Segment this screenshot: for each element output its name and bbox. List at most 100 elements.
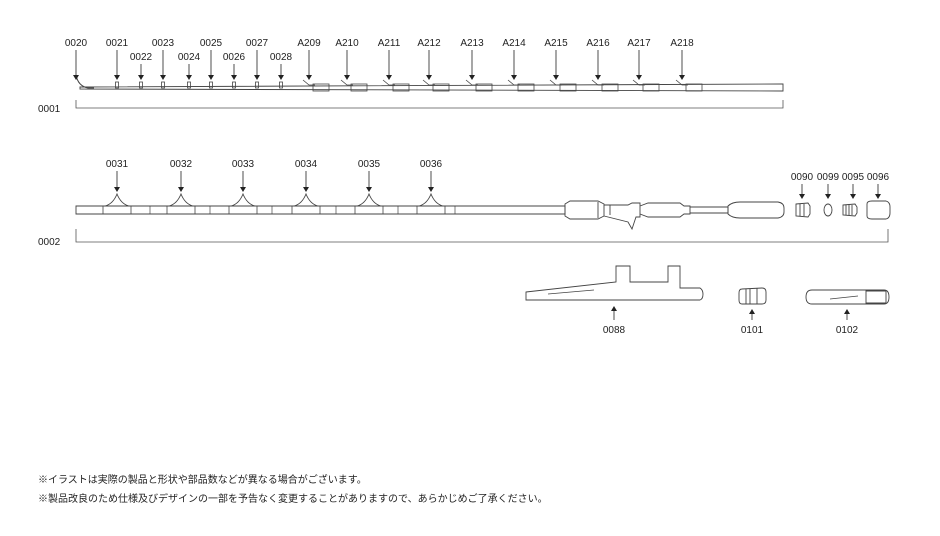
arrow-0034-head [303,187,309,192]
part-label-0032: 0032 [170,159,193,170]
part-label-0102: 0102 [836,325,859,336]
arrow-0024-head [186,75,192,80]
wrap-A218 [685,83,703,92]
guide-0034 [293,192,319,207]
tip-top-guide [75,74,94,89]
arrow-A215-head [553,75,559,80]
part-0095-shape [842,203,858,217]
guide-0031 [104,192,130,207]
wrap-A209 [312,83,330,92]
arrow-A209-head [306,75,312,80]
part-label-0020: 0020 [65,38,88,49]
part-label-A213: A213 [460,38,484,49]
guide-0036 [418,192,444,207]
arrow-0099-head [825,194,831,199]
wrap-A211 [392,83,410,92]
arrow-A217-head [636,75,642,80]
part-label-0034: 0034 [295,159,318,170]
butt-guide-labels: 0031 0032 0033 0034 0035 0036 [106,159,443,192]
wrap-0033 [228,205,258,215]
part-label-0035: 0035 [358,159,381,170]
part-label-A209: A209 [297,38,321,49]
arrow-0023-head [160,75,166,80]
wrap-0031 [102,205,132,215]
part-0101-shape [738,287,767,305]
arrow-A213-head [469,75,475,80]
arrow-0020-head [73,75,79,80]
guide-0024 [187,81,191,89]
part-label-0096: 0096 [867,172,890,183]
arrow-0096-head [875,194,881,199]
arrow-0027-head [254,75,260,80]
arrow-0033-head [240,187,246,192]
butt-guides [102,192,456,215]
guide-0032 [168,192,194,207]
guide-0022 [139,81,143,89]
wrap-A214 [517,83,535,92]
part-label-0025: 0025 [200,38,223,49]
butt-section-label: 0002 [38,237,61,248]
part-label-0095: 0095 [842,172,865,183]
part-label-A217: A217 [627,38,651,49]
part-0090-shape [795,202,811,218]
arrow-0028-head [278,75,284,80]
part-label-0036: 0036 [420,159,443,170]
part-label-0033: 0033 [232,159,255,170]
guide-0028 [279,81,283,89]
tip-guides [115,79,703,92]
part-0088-shape [525,265,704,301]
part-label-0021: 0021 [106,38,129,49]
part-label-0028: 0028 [270,52,293,63]
wrap-A212 [432,83,450,92]
arrow-0022-head [138,75,144,80]
wrap-A210 [350,83,368,92]
guide-0033 [230,192,256,207]
part-label-A216: A216 [586,38,610,49]
guide-0023 [161,81,165,89]
part-label-0088: 0088 [603,325,626,336]
guide-0025 [209,81,213,89]
butt-end-parts [795,200,891,220]
arrow-0090-head [799,194,805,199]
tip-section-label: 0001 [38,104,61,115]
wrap-0035 [354,205,384,215]
arrow-0026-head [231,75,237,80]
arrow-A218-head [679,75,685,80]
arrow-A210-head [344,75,350,80]
part-0096-shape [866,200,891,220]
wrap-A213 [475,83,493,92]
part-label-0090: 0090 [791,172,814,183]
reel-seat [564,200,785,231]
note-line: ※イラストは実際の製品と形状や部品数などが異なる場合がございます。 [38,475,367,486]
part-label-0101: 0101 [741,325,764,336]
part-label-A218: A218 [670,38,694,49]
wrap-A215 [559,83,577,92]
wrap-0032 [166,205,196,215]
part-label-A212: A212 [417,38,441,49]
part-label-A210: A210 [335,38,359,49]
guide-0027 [255,81,259,89]
note-line: ※製品改良のため仕様及びデザインの一部を予告なく変更することがありますので、あら… [38,494,548,505]
arrow-0036-head [428,187,434,192]
part-label-A215: A215 [544,38,568,49]
wrap-A217 [642,83,660,92]
arrow-A216-head [595,75,601,80]
arrow-A212-head [426,75,432,80]
part-label-A214: A214 [502,38,526,49]
part-label-0024: 0024 [178,52,201,63]
arrow-0035-head [366,187,372,192]
butt-blank [75,205,566,215]
butt-section-bracket [75,229,889,243]
part-label-0099: 0099 [817,172,840,183]
wrap-0036 [416,205,446,215]
guide-0035 [356,192,382,207]
part-label-0031: 0031 [106,159,129,170]
arrow-0095-head [850,194,856,199]
arrow-0021-head [114,75,120,80]
wrap-A216 [601,83,619,92]
